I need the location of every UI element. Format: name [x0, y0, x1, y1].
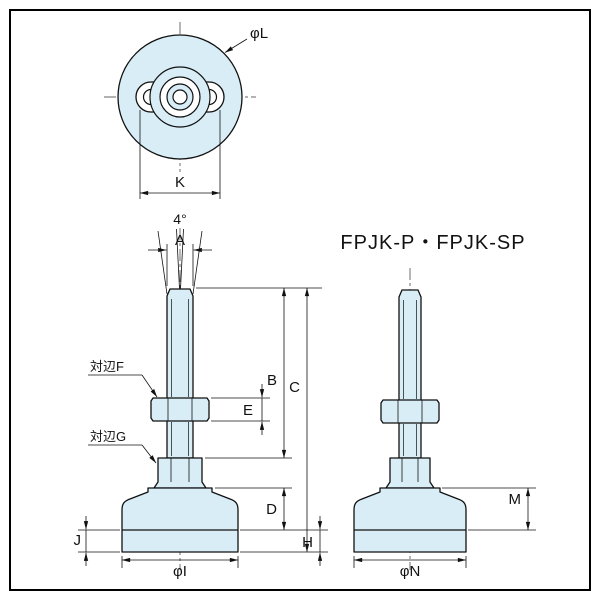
dim-label-phi-l: φL	[250, 25, 268, 42]
dim-label-e: E	[243, 402, 253, 419]
threaded-stud	[166, 288, 194, 459]
angle-line-right	[179, 228, 184, 294]
flats-g-leader	[141, 444, 157, 464]
dim-label-d: D	[266, 501, 277, 518]
dim-label-j: J	[74, 532, 82, 549]
dim-label-phi-i: φI	[173, 563, 187, 580]
tilt-line-left	[157, 230, 168, 295]
dim-label-angle: 4°	[173, 211, 186, 227]
phi-l-leader	[224, 38, 248, 53]
dim-label-h: H	[302, 534, 313, 551]
part-number-title: FPJK-P・FPJK-SP	[340, 232, 525, 254]
label-flats-g: 対辺G	[90, 429, 126, 444]
hex-nut-side	[380, 399, 440, 424]
tilt-line-right	[192, 230, 203, 295]
threaded-stud-side	[398, 289, 422, 459]
base-pad	[121, 487, 239, 553]
front-view: 4° A 対辺F 対辺G	[74, 211, 328, 580]
angle-line-left	[176, 228, 181, 294]
side-view: M φN	[353, 268, 536, 580]
center-hole-circle	[172, 89, 188, 105]
dim-label-a: A	[175, 232, 185, 249]
drawing-frame	[9, 9, 591, 591]
base-pad-side	[353, 487, 467, 553]
dim-label-m: M	[509, 491, 522, 508]
label-flats-f: 対辺F	[90, 359, 124, 374]
dim-label-b: B	[267, 372, 277, 389]
dim-label-k: K	[175, 174, 185, 191]
top-view: φL K	[104, 22, 268, 199]
hex-nut	[150, 397, 210, 422]
dim-label-c: C	[289, 379, 300, 396]
ball-socket-collar	[153, 457, 207, 489]
dim-label-phi-n: φN	[400, 563, 421, 580]
flats-f-leader	[141, 374, 158, 398]
ball-socket-collar-side	[385, 457, 435, 489]
